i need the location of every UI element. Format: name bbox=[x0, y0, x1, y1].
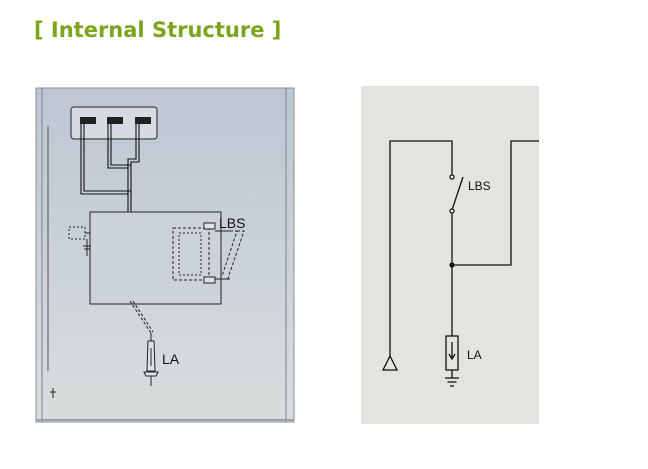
bushing-2 bbox=[107, 117, 123, 124]
right-feeder-line bbox=[452, 140, 539, 266]
junction-dot bbox=[449, 262, 455, 268]
lbs-leader bbox=[221, 230, 245, 282]
cabinet-handle-icon bbox=[50, 388, 56, 398]
schematic-lbs-label: LBS bbox=[468, 179, 491, 193]
lbs-bottom-contact bbox=[203, 276, 216, 284]
left-connector bbox=[68, 226, 91, 256]
bushing-1 bbox=[80, 117, 96, 124]
lbs-enclosure bbox=[89, 211, 222, 305]
terminal-triangle bbox=[381, 354, 399, 371]
lbs-breaker-body bbox=[172, 227, 210, 281]
la-arrester bbox=[129, 300, 159, 386]
bushing-3 bbox=[135, 117, 151, 124]
switch-blade bbox=[451, 176, 464, 211]
left-feeder-line bbox=[389, 140, 453, 356]
cabinet-la-label: LA bbox=[162, 351, 180, 367]
page-title: [ Internal Structure ] bbox=[34, 18, 282, 42]
schematic-diagram: LBS LA bbox=[361, 86, 539, 424]
cabinet-diagram: LBS LA bbox=[34, 86, 296, 424]
schematic-background bbox=[361, 86, 539, 424]
cabinet-drawing: LBS LA bbox=[35, 87, 295, 423]
lbs-top-contact bbox=[203, 222, 216, 230]
switch-top-contact bbox=[449, 174, 455, 180]
switch-bottom-contact bbox=[449, 208, 455, 214]
cabinet-lbs-label: LBS bbox=[219, 215, 245, 231]
schematic-la-label: LA bbox=[467, 348, 482, 362]
schematic-drawing: LBS LA bbox=[361, 86, 539, 424]
lbs-unit bbox=[89, 211, 230, 305]
